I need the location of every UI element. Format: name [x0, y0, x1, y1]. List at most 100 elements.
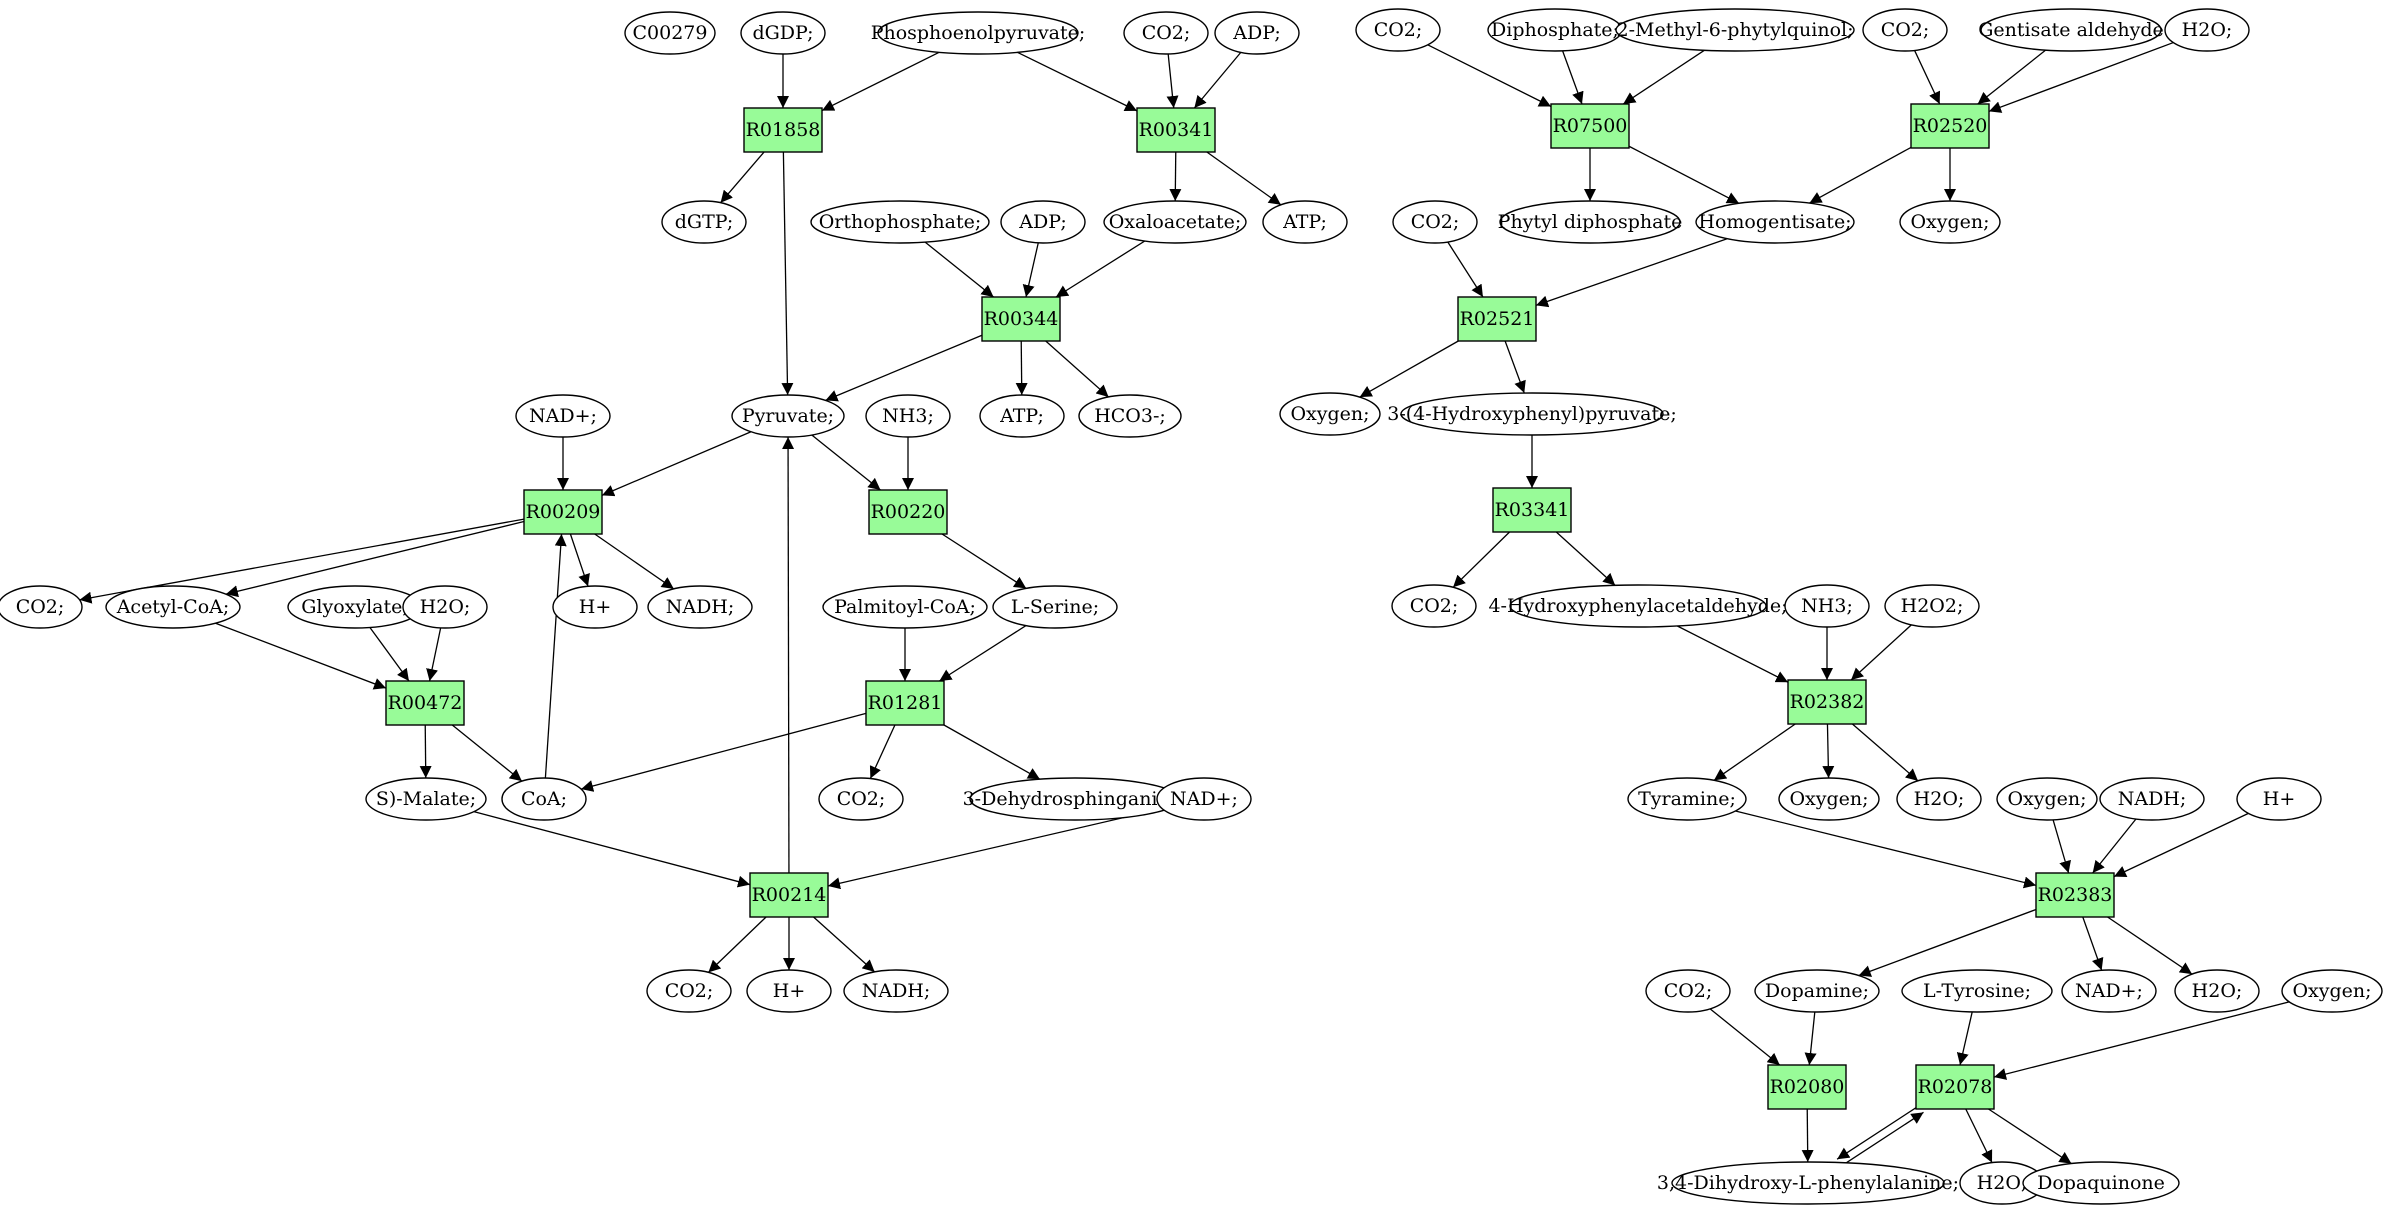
metabolite-node-ATP_b: ATP;: [979, 394, 1065, 438]
node-label: dGDP;: [752, 22, 813, 44]
metabolite-ellipse: [402, 585, 488, 629]
node-label: H+: [773, 980, 806, 1002]
edge-HPAA-to-R02382: [1677, 625, 1789, 683]
metabolite-ellipse: [501, 777, 587, 821]
edge-R02382-to-Tyramine: [1713, 723, 1796, 781]
node-label: R02520: [1913, 115, 1988, 137]
metabolite-node-CO2_g: CO2;: [1392, 200, 1478, 244]
node-label: CO2;: [1374, 19, 1423, 41]
metabolite-node-Orthophosphate: Orthophosphate;: [810, 200, 990, 244]
metabolite-ellipse: [1862, 8, 1948, 52]
node-label: R02521: [1460, 308, 1535, 330]
node-label: dGTP;: [675, 211, 734, 233]
metabolite-node-SMalate: S)-Malate;: [365, 777, 487, 821]
node-label: CoA;: [521, 788, 567, 810]
metabolite-ellipse: [1899, 200, 2001, 244]
metabolite-ellipse: [661, 200, 747, 244]
metabolite-ellipse: [1400, 392, 1664, 436]
node-label: R00472: [388, 692, 463, 714]
node-label: CO2;: [665, 980, 714, 1002]
edge-PEP-to-R00341: [1017, 51, 1138, 112]
node-label: Diphosphate;: [1491, 19, 1619, 41]
metabolite-ellipse: [810, 200, 990, 244]
edge-R01858-to-dGTP: [720, 151, 765, 204]
metabolite-ellipse: [365, 777, 487, 821]
node-label: Oxygen;: [1290, 403, 1369, 425]
node-label: Acetyl-CoA;: [116, 596, 230, 618]
metabolite-ellipse: [1355, 8, 1441, 52]
node-label: Orthophosphate;: [819, 211, 982, 233]
edge-LSerine-to-R01281: [939, 625, 1027, 682]
node-label: R03341: [1495, 499, 1570, 521]
node-label: Dopamine;: [1765, 980, 1869, 1002]
node-label: R01281: [868, 692, 943, 714]
edge-Oxygen_e-to-R02078: [1993, 1001, 2290, 1080]
reaction-box: [1457, 296, 1537, 342]
reaction-node-R01281: R01281: [865, 680, 945, 726]
metabolite-node-H2O_a: H2O;: [402, 585, 488, 629]
edge-NADH_c-to-R02383: [2092, 818, 2137, 874]
reaction-node-R02521: R02521: [1457, 296, 1537, 342]
metabolite-ellipse: [1156, 777, 1252, 821]
metabolite-node-H2O_b: H2O;: [2164, 8, 2250, 52]
metabolite-ellipse: [1123, 11, 1209, 55]
node-label: Gentisate aldehyde: [1978, 19, 2164, 41]
edge-Hplus_c-to-R02383: [2113, 812, 2249, 878]
metabolite-node-CO2_c: CO2;: [818, 777, 904, 821]
metabolite-node-PalmitoylCoA: Palmitoyl-CoA;: [822, 585, 988, 629]
reaction-node-R02080: R02080: [1767, 1064, 1847, 1110]
node-label: CO2;: [1881, 19, 1930, 41]
metabolite-node-CoA: CoA;: [501, 777, 587, 821]
metabolite-ellipse: [1391, 584, 1477, 628]
reaction-node-R02078: R02078: [1915, 1064, 1995, 1110]
metabolite-node-HCO3: HCO3-;: [1078, 394, 1182, 438]
metabolite-node-ADP_a: ADP;: [1214, 11, 1300, 55]
edge-R02078-to-LDOPA: [1836, 1105, 1920, 1160]
metabolite-node-CO2_f: CO2;: [1862, 8, 1948, 52]
metabolite-node-H2O_d: H2O;: [2174, 969, 2260, 1013]
metabolite-ellipse: [1671, 1161, 1945, 1205]
edge-R02383-to-NAD_c: [2082, 916, 2104, 971]
node-label: S)-Malate;: [376, 788, 476, 810]
edge-R03341-to-HPAA: [1555, 531, 1616, 586]
metabolite-ellipse: [1754, 969, 1880, 1013]
metabolite-ellipse: [1901, 969, 2053, 1013]
reaction-box: [1550, 103, 1630, 149]
metabolite-ellipse: [2061, 969, 2157, 1013]
metabolite-node-NH3_b: NH3;: [1784, 584, 1870, 628]
reaction-node-R00214: R00214: [749, 872, 829, 918]
metabolite-ellipse: [979, 394, 1065, 438]
metabolite-ellipse: [1778, 777, 1880, 821]
node-label: NADH;: [862, 980, 931, 1002]
edge-CO2_a-to-R00341: [1166, 53, 1179, 109]
node-label: L-Tyrosine;: [1923, 980, 2031, 1002]
edge-R02520-to-Homogentisate: [1809, 146, 1912, 204]
metabolite-node-PhytylDiphosphate: Phytyl diphosphate: [1498, 200, 1682, 244]
edge-R02078-to-H2O_e: [1965, 1108, 1993, 1163]
node-label: ATP;: [999, 405, 1044, 427]
metabolite-ellipse: [2236, 777, 2322, 821]
node-label: 2-Methyl-6-phytylquinol;: [1616, 19, 1853, 41]
node-label: CO2;: [16, 596, 65, 618]
edge-CO2_g-to-R02521: [1447, 241, 1484, 298]
node-label: Oxygen;: [2292, 980, 2371, 1002]
metabolite-node-CO2_a: CO2;: [1123, 11, 1209, 55]
reaction-box: [2035, 872, 2115, 918]
edge-R00344-to-ATP_b: [1015, 340, 1028, 396]
metabolite-node-AcetylCoA: Acetyl-CoA;: [105, 585, 241, 629]
edge-R00214-to-NADH_b: [813, 916, 876, 973]
edge-R00220-to-LSerine: [941, 533, 1027, 589]
node-label: CO2;: [1410, 595, 1459, 617]
metabolite-node-CO2_d: CO2;: [646, 969, 732, 1013]
metabolite-node-H2O2: H2O2;: [1884, 584, 1980, 628]
metabolite-node-HPP: 3-(4-Hydroxyphenyl)pyruvate;: [1387, 392, 1677, 436]
edge-R00472-to-SMalate: [419, 724, 432, 779]
node-label: Oxaloacetate;: [1109, 211, 1242, 233]
metabolite-node-LTyrosine: L-Tyrosine;: [1901, 969, 2053, 1013]
node-label: L-Serine;: [1011, 596, 1099, 618]
node-label: HCO3-;: [1094, 405, 1166, 427]
node-label: NAD+;: [1170, 788, 1238, 810]
edge-ADP_a-to-R00341: [1193, 51, 1242, 109]
edge-R03341-to-CO2_h: [1452, 531, 1510, 588]
edge-R00344-to-HCO3: [1045, 340, 1110, 398]
